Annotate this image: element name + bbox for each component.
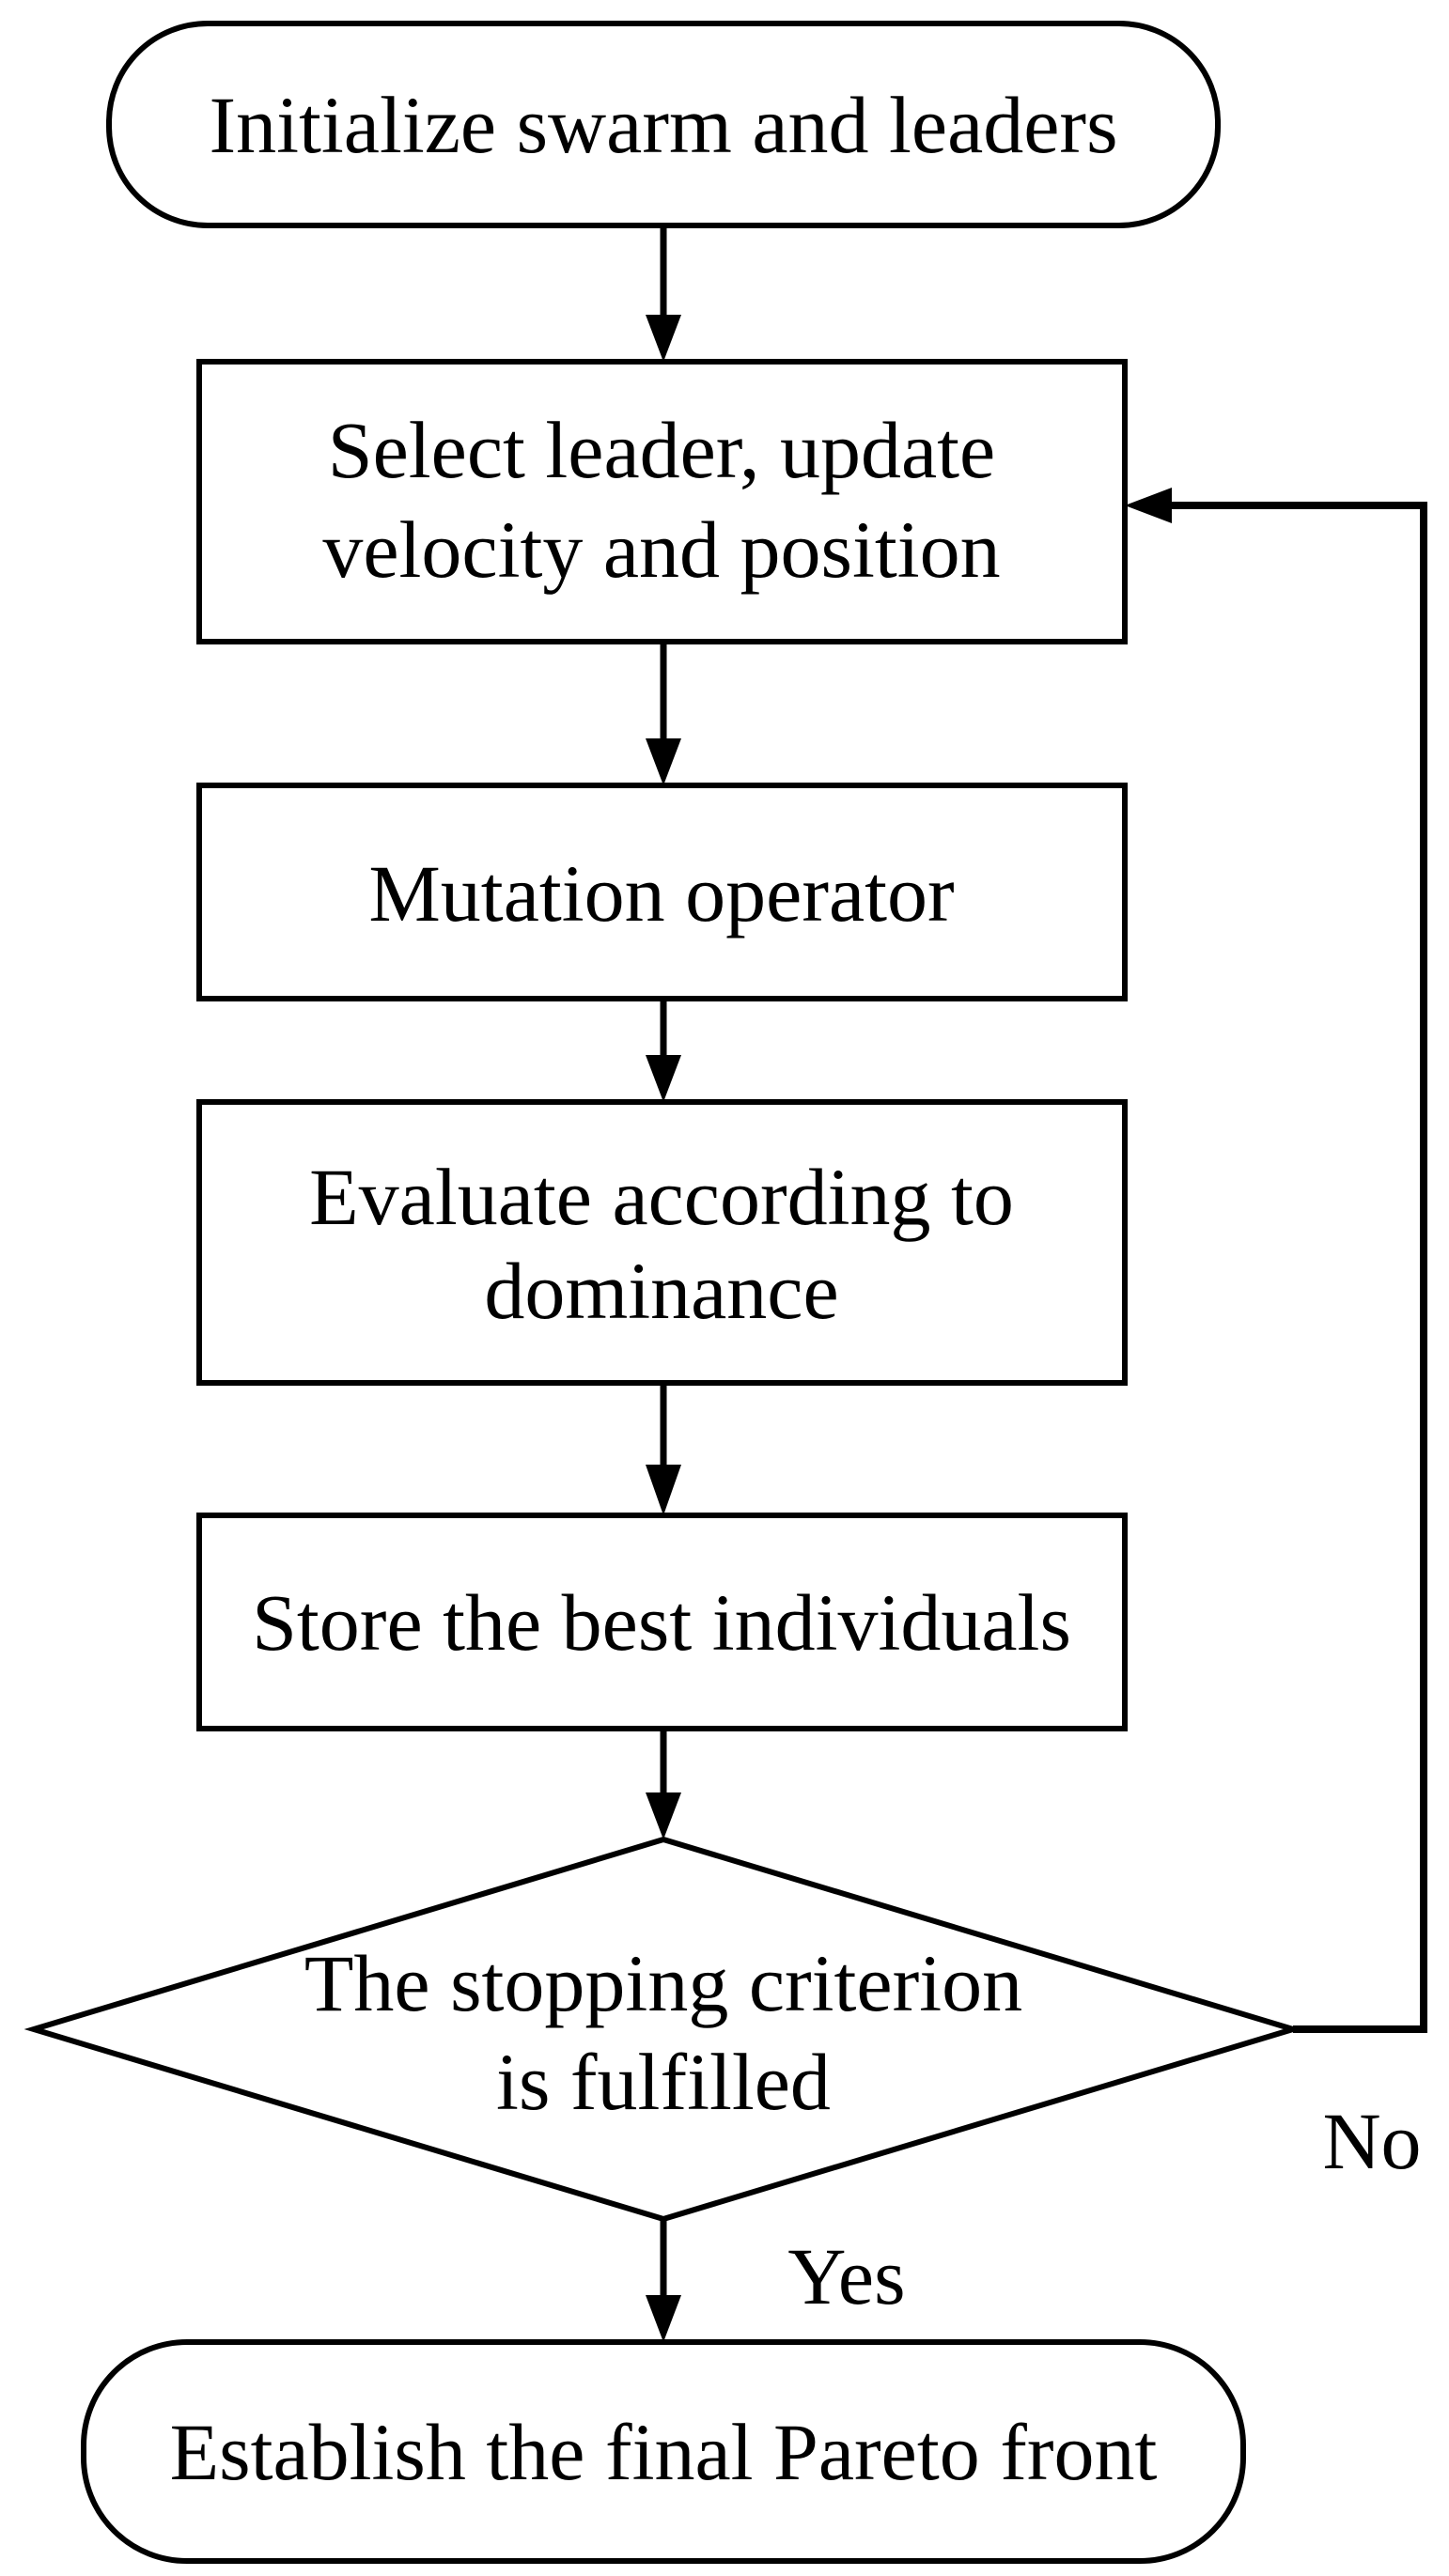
node-end xyxy=(81,2339,1246,2564)
node-evaluate-label-line1: Evaluate according to xyxy=(309,1152,1014,1242)
node-store-label: Store the best individuals xyxy=(252,1577,1071,1668)
edge-label-yes: Yes xyxy=(787,2231,905,2321)
edge-label-no: No xyxy=(1322,2096,1421,2186)
edge-evaluate-to-store-arrowhead xyxy=(646,1465,681,1515)
edge-start-to-select-arrowhead xyxy=(646,315,681,362)
edge-store-to-stopping-arrowhead xyxy=(646,1792,681,1839)
node-select-leader-label-line1: Select leader, update xyxy=(328,405,995,495)
edge-stopping-to-select-arrowhead xyxy=(1125,488,1172,523)
node-stopping xyxy=(23,1836,1303,2223)
edge-select-to-mutation-arrowhead xyxy=(646,738,681,785)
node-start-label: Initialize swarm and leaders xyxy=(209,80,1117,170)
node-mutation-label: Mutation operator xyxy=(368,848,954,939)
node-select-leader xyxy=(196,359,1128,644)
node-stopping-label-line1: The stopping criterion xyxy=(304,1938,1022,2028)
node-evaluate xyxy=(196,1099,1128,1386)
node-store xyxy=(196,1513,1128,1731)
node-end-label: Establish the final Pareto front xyxy=(170,2407,1158,2497)
node-select-leader-label-line2: velocity and position xyxy=(322,504,1000,595)
node-stopping-label-line2: is fulfilled xyxy=(496,2037,831,2127)
edge-stopping-to-end-arrowhead xyxy=(646,2295,681,2342)
node-mutation xyxy=(196,783,1128,1001)
node-evaluate-label-line2: dominance xyxy=(484,1246,838,1336)
edge-mutation-to-evaluate-arrowhead xyxy=(646,1055,681,1102)
edge-stopping-to-select-loop xyxy=(1168,502,1427,2033)
